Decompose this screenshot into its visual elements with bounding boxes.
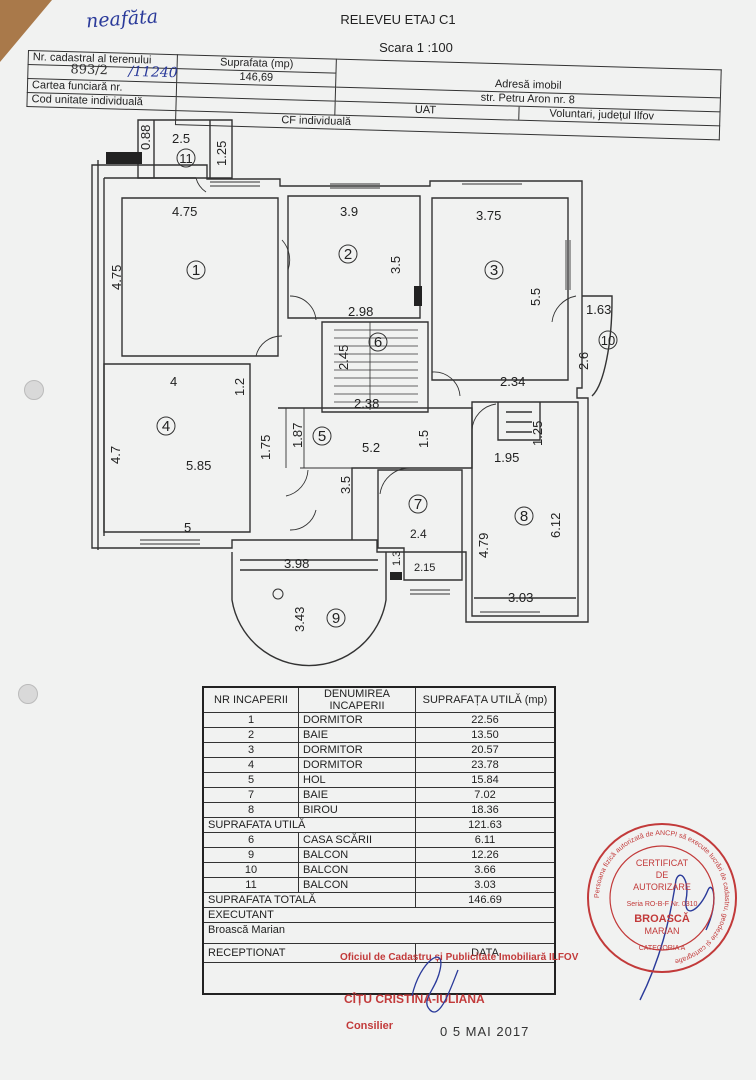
certificate-stamp: Persoana fizică autorizată de ANCPI să e… — [582, 818, 742, 978]
table-header-row: NR INCAPERII DENUMIREA INCAPERII SUPRAFA… — [202, 686, 556, 713]
cert-category: CATEGORIA A — [639, 945, 686, 952]
room-number: 11 — [179, 151, 193, 166]
dimension-label: 1.75 — [258, 435, 273, 460]
dimension-label: 3.03 — [508, 590, 533, 605]
consilier-name-stamp: CÎȚU CRISTINA-IULIANA — [344, 992, 485, 1006]
dimension-label: 5.5 — [528, 288, 543, 306]
dimension-label: 2.38 — [354, 396, 379, 411]
room-number: 1 — [192, 262, 200, 279]
room-number: 7 — [414, 496, 422, 513]
dimension-label: 1.25 — [214, 141, 229, 166]
receptionat-sign-row — [202, 962, 556, 995]
header-suprafata: SUPRAFAȚA UTILĂ (mp) — [415, 686, 556, 713]
room-number: 3 — [490, 262, 498, 279]
room-number: 10 — [601, 333, 615, 348]
dimension-label: 4.7 — [108, 446, 123, 464]
dimension-label: 1.25 — [530, 421, 545, 446]
document-title: RELEVEU ETAJ C1 — [340, 12, 456, 27]
room-number: 6 — [374, 334, 382, 351]
cert-name-2: MARIAN — [644, 926, 679, 936]
dimension-label: 5.85 — [186, 458, 211, 473]
dimension-label: 2.15 — [414, 562, 435, 574]
header-nr: NR INCAPERII — [202, 686, 299, 713]
dimension-label: 5 — [184, 520, 191, 535]
dimension-label: 5.2 — [362, 440, 380, 455]
header-denumire: DENUMIREA INCAPERII — [298, 686, 416, 713]
dimension-label: 4 — [170, 374, 177, 389]
cert-line-3: AUTORIZARE — [633, 882, 691, 892]
punch-hole-bottom — [18, 684, 38, 704]
dimension-label: 3.43 — [292, 607, 307, 632]
cert-line-1: CERTIFICAT — [636, 858, 689, 868]
dimension-label: 1.95 — [494, 450, 519, 465]
dimension-label: 1.63 — [586, 302, 611, 317]
dimension-label: 0.88 — [138, 125, 153, 150]
dimension-label: 2.98 — [348, 304, 373, 319]
room-number: 8 — [520, 508, 528, 525]
room-number: 2 — [344, 246, 352, 263]
receptionat-date-stamp: 0 5 MAI 2017 — [440, 1024, 530, 1039]
cert-serie: Seria RO-B-F Nr. 0310 — [627, 901, 698, 908]
dimension-label: 1.2 — [232, 378, 247, 396]
dimension-label: 3.75 — [476, 208, 501, 223]
cert-line-2: DE — [656, 870, 669, 880]
dimension-label: 3.5 — [338, 476, 353, 494]
dimension-label: 4.75 — [172, 204, 197, 219]
dimension-label: 6.12 — [548, 513, 563, 538]
dimension-label: 2.5 — [172, 131, 190, 146]
receptionat-row: RECEPTIONAT DATA — [202, 943, 556, 963]
executant-row: EXECUTANT — [202, 907, 556, 923]
room-number: 5 — [318, 428, 326, 445]
dimension-label: 4.75 — [109, 265, 124, 290]
room-number: 4 — [162, 418, 170, 435]
ocpi-stamp-text: Oficiul de Cadastru și Publicitate Imobi… — [340, 952, 579, 963]
cert-name-1: BROASCĂ — [634, 912, 690, 925]
room-number: 9 — [332, 610, 340, 627]
punch-hole-top — [24, 380, 44, 400]
dimension-label: 3.5 — [388, 256, 403, 274]
dimension-label: 3.98 — [284, 556, 309, 571]
consilier-role-stamp: Consilier — [346, 1020, 394, 1032]
room-surface-table: NR INCAPERII DENUMIREA INCAPERII SUPRAFA… — [202, 686, 556, 995]
dimension-label: 4.79 — [476, 533, 491, 558]
dimension-label: 3.9 — [340, 204, 358, 219]
dimension-label: 2.45 — [336, 345, 351, 370]
dimension-label: 2.4 — [410, 527, 427, 541]
dimension-label: 2.6 — [576, 352, 591, 370]
dimension-label: 1.87 — [290, 423, 305, 448]
dimension-label: 1.3 — [391, 551, 403, 566]
dimension-label: 2.34 — [500, 374, 525, 389]
dimension-label: 1.5 — [416, 430, 431, 448]
scale-label: Scara 1 :100 — [379, 40, 453, 55]
